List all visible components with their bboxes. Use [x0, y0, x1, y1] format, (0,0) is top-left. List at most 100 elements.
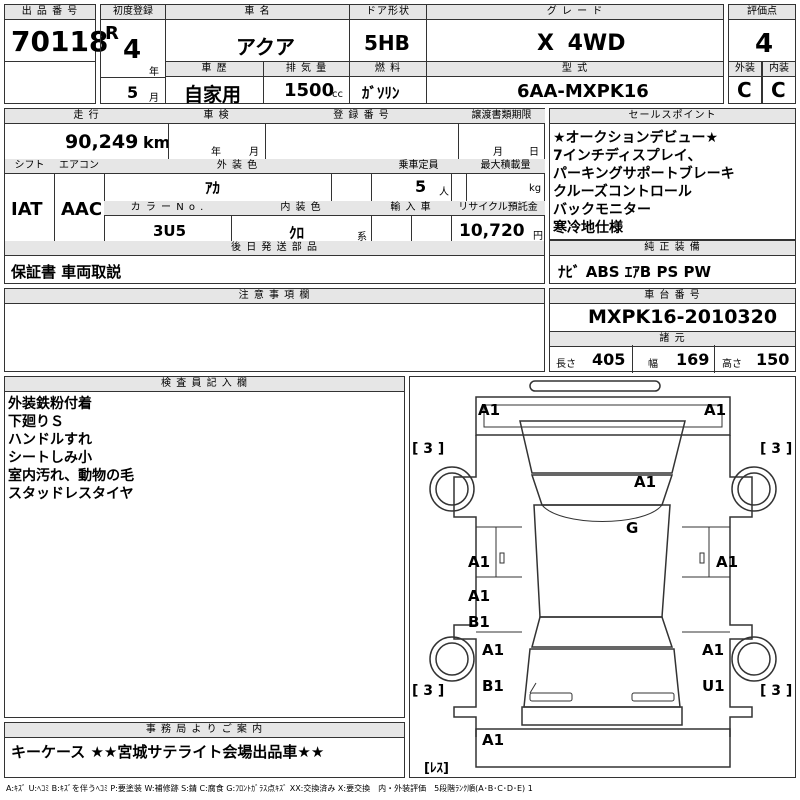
sales-points-list: ★オークションデビュー★ 7インチディスプレイ、 パーキングサポートブレーキ ク…: [553, 129, 735, 237]
transfer-label: 譲渡書類期限: [458, 109, 545, 124]
sales-point-item: バックモニター: [553, 202, 651, 218]
interior-color: ｸﾛ: [289, 224, 305, 242]
model-label: 型 式: [427, 62, 723, 77]
history-box: 車 歴 自家用: [165, 61, 264, 106]
fuel: ｶﾞｿﾘﾝ: [362, 84, 400, 102]
inspector-item: 室内汚れ、動物の毛: [8, 468, 135, 484]
shift: IAT: [11, 199, 43, 220]
capacity-unit: 人: [439, 187, 449, 198]
mark-windshield: G: [626, 519, 639, 537]
int-label: 内装: [763, 62, 795, 77]
door-label: ドア形状: [350, 5, 426, 20]
score-label: 評価点: [729, 5, 795, 20]
reg-month: 5: [127, 83, 139, 102]
regno-label: 登 録 番 号: [265, 109, 458, 124]
later-parts-label: 後 日 発 送 部 品: [5, 241, 544, 256]
spare-tire: [ﾚｽ]: [424, 761, 449, 776]
score-box: 評価点 4: [728, 4, 796, 62]
inspector-item: スタッドレスタイヤ: [8, 486, 134, 502]
car-name-label: 車 名: [166, 5, 349, 20]
lot-number-box: 出 品 番 号 70118: [4, 4, 108, 62]
sales-point-item: 寒冷地仕様: [553, 220, 623, 236]
recycle-fee: 10,720: [459, 221, 525, 241]
inspector-item: 外装鉄粉付着: [8, 396, 92, 412]
mark-rear-right: A1: [702, 641, 725, 659]
car-name-box: 車 名 アクア: [165, 4, 350, 62]
month-unit: 月: [149, 93, 159, 104]
inspector-list: 外装鉄粉付着 下廻りＳ ハンドルすれ シートしみ小 室内汚れ、動物の毛 スタッド…: [8, 395, 134, 503]
car-diagram: [429, 380, 777, 768]
year-unit: 年: [149, 67, 159, 78]
mark-bottom-right: U1: [702, 677, 725, 695]
office-box: 事 務 局 よ り ご 案 内 キーケース ★★宮城サテライト会場出品車★★: [4, 722, 405, 778]
mileage-label: 走 行: [5, 109, 168, 124]
tire-front-right: [ 3 ]: [760, 441, 793, 457]
color-number: 3U5: [153, 222, 187, 240]
equipment: ﾅﾋﾞ ABS ｴｱB PS PW: [558, 263, 712, 281]
ext-label: 外装: [729, 62, 761, 77]
dims-label: 諸 元: [550, 331, 795, 347]
history: 自家用: [184, 84, 242, 106]
lot-blank-box: [4, 61, 96, 104]
displacement-box: 排 気 量 1500 cc: [263, 61, 350, 104]
mark-front-right: A1: [704, 401, 727, 419]
inspector-item: 下廻りＳ: [8, 414, 64, 430]
office-label: 事 務 局 よ り ご 案 内: [5, 723, 404, 738]
fuel-label: 燃 料: [350, 62, 426, 77]
ext-grade: C: [737, 78, 752, 102]
capacity-label: 乗車定員: [371, 159, 466, 174]
car-name: アクア: [236, 35, 295, 59]
inspector-label: 検 査 員 記 入 欄: [5, 377, 404, 392]
ac-label: エアコン: [54, 159, 104, 174]
height-label: 高さ: [722, 359, 742, 370]
transfer-month: 月: [493, 147, 503, 158]
office-notice: キーケース ★★宮城サテライト会場出品車★★: [11, 743, 325, 761]
history-label: 車 歴: [166, 62, 263, 77]
inspector-item: ハンドルすれ: [8, 432, 92, 448]
displacement: 1500: [284, 80, 335, 101]
int-box: 内装 C: [762, 61, 796, 104]
maxload-label: 最大積載量: [466, 159, 545, 174]
length-label: 長さ: [556, 359, 576, 370]
fuel-box: 燃 料 ｶﾞｿﾘﾝ: [349, 61, 427, 104]
lot-number-label: 出 品 番 号: [5, 5, 95, 20]
int-grade: C: [771, 78, 786, 102]
equipment-box: 純 正 装 備 ﾅﾋﾞ ABS ｴｱB PS PW: [549, 240, 796, 284]
tire-rear-left: [ 3 ]: [412, 683, 445, 699]
inspector-box: 検 査 員 記 入 欄 外装鉄粉付着 下廻りＳ ハンドルすれ シートしみ小 室内…: [4, 376, 405, 718]
inspection-year: 年: [211, 147, 221, 158]
width-label: 幅: [648, 359, 658, 370]
mark-rl-door-bottom: B1: [468, 613, 490, 631]
first-reg-label: 初度登録: [101, 5, 165, 20]
sales-point-item: クルーズコントロール: [553, 184, 692, 200]
grade-box: グ レ ー ド X 4WD: [426, 4, 724, 62]
height: 150: [756, 350, 790, 369]
grade: X 4WD: [537, 31, 626, 56]
door-box: ドア形状 5HB: [349, 4, 427, 62]
reg-year: 4: [123, 35, 142, 65]
ac: AAC: [61, 199, 103, 220]
width: 169: [676, 350, 710, 369]
chassis-number: MXPK16-2010320: [588, 306, 778, 328]
model: 6AA-MXPK16: [517, 81, 649, 102]
recycle-label: リサイクル預託金: [451, 201, 545, 216]
mark-hood: A1: [634, 473, 657, 491]
era: R: [105, 23, 119, 44]
maxload-unit: kg: [529, 183, 542, 194]
first-registration-box: 初度登録 R 4 年 5 月: [100, 4, 166, 104]
displacement-label: 排 気 量: [264, 62, 349, 77]
transfer-day: 日: [529, 147, 539, 158]
displacement-unit: cc: [332, 89, 343, 100]
recycle-unit: 円: [533, 231, 543, 242]
color-label: 外 装 色: [104, 159, 371, 174]
interior-unit: 系: [357, 232, 367, 243]
mileage: 90,249: [65, 131, 139, 153]
inspector-item: シートしみ小: [8, 450, 92, 466]
later-parts: 保証書 車両取説: [11, 263, 122, 281]
sales-point-item: 7インチディスプレイ、: [553, 148, 702, 164]
mark-rear-left: A1: [482, 641, 505, 659]
shift-label: シフト: [5, 159, 54, 174]
colorno-label: カ ラ ー N o .: [104, 201, 231, 216]
lot-number: 70118: [11, 25, 109, 58]
vehicle-info-box: 走 行 90,249 km 車 検 年 月 登 録 番 号 譲渡書類期限 月 日…: [4, 108, 545, 284]
